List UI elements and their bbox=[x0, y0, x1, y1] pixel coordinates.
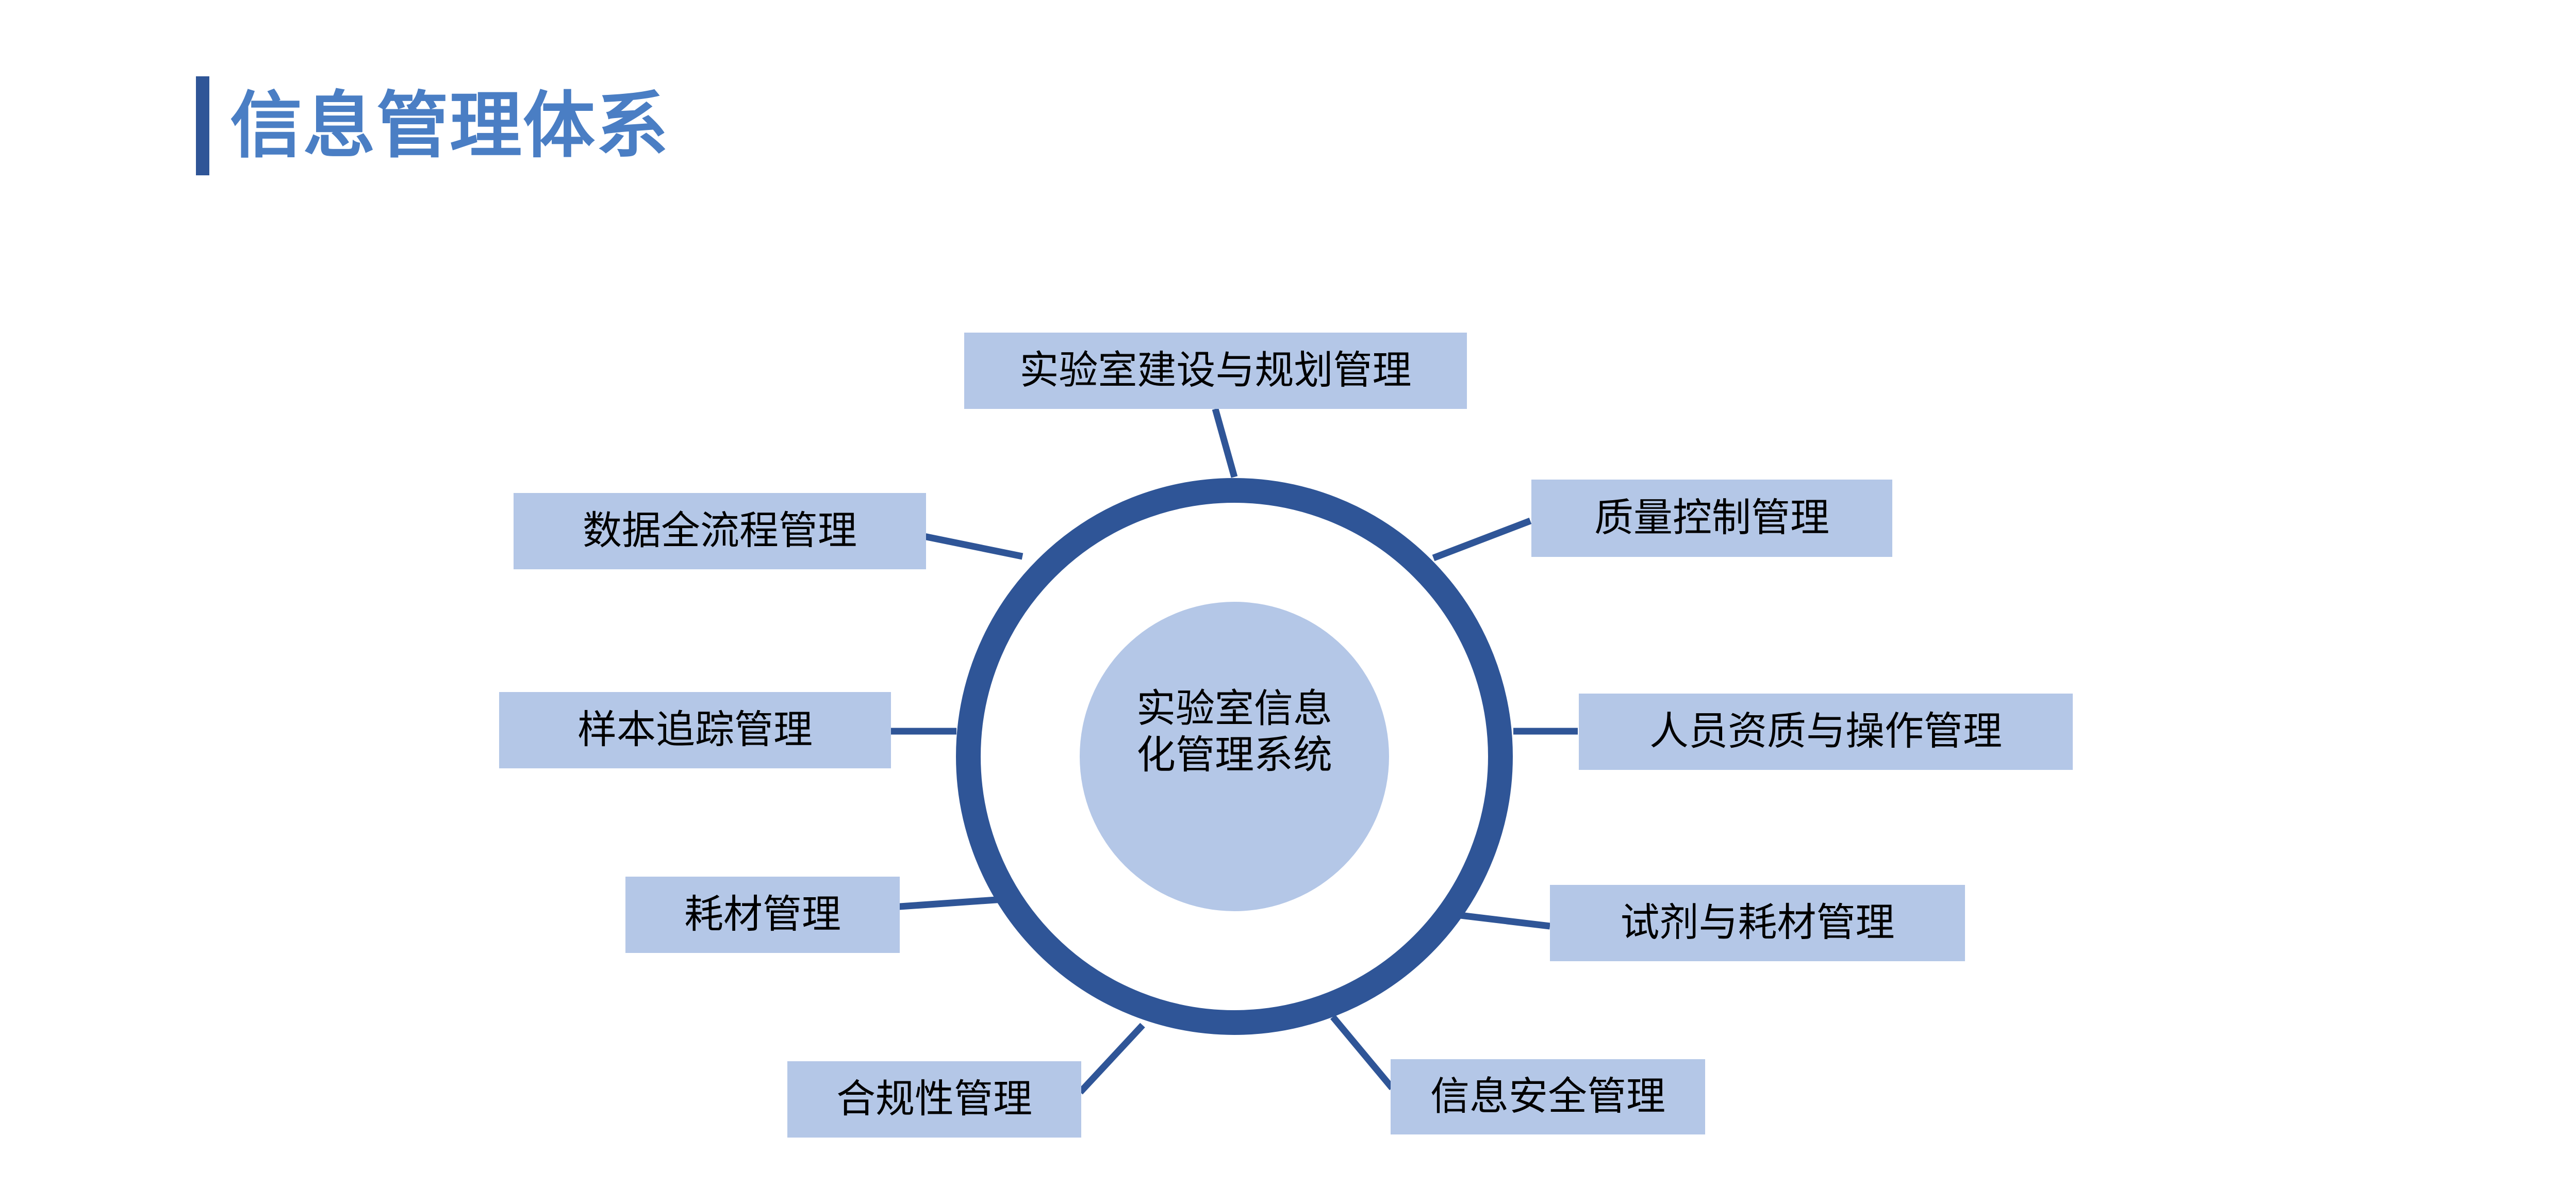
node-label: 质量控制管理 bbox=[1594, 496, 1829, 540]
center-label-line2: 化管理系统 bbox=[1136, 733, 1332, 777]
node-label: 样本追踪管理 bbox=[577, 708, 813, 752]
node-reagent-consumable[interactable]: 试剂与耗材管理 bbox=[1550, 885, 1965, 961]
node-data-lifecycle[interactable]: 数据全流程管理 bbox=[514, 493, 926, 569]
connector-bottom bbox=[1330, 1014, 1395, 1091]
center-label: 实验室信息 化管理系统 bbox=[1080, 686, 1389, 778]
node-label: 合规性管理 bbox=[836, 1077, 1032, 1121]
node-sample-tracking[interactable]: 样本追踪管理 bbox=[499, 692, 891, 768]
connector-top bbox=[1212, 408, 1238, 478]
center-label-line1: 实验室信息 bbox=[1136, 687, 1332, 731]
connector-top-right bbox=[1432, 517, 1532, 562]
connector-top-left bbox=[923, 533, 1023, 560]
node-compliance[interactable]: 合规性管理 bbox=[787, 1061, 1081, 1138]
node-label: 人员资质与操作管理 bbox=[1649, 710, 2002, 753]
page-title: 信息管理体系 bbox=[196, 76, 669, 175]
title-label: 信息管理体系 bbox=[230, 85, 670, 166]
node-personnel-qualification[interactable]: 人员资质与操作管理 bbox=[1579, 694, 2073, 770]
node-label: 耗材管理 bbox=[684, 893, 841, 936]
node-consumable[interactable]: 耗材管理 bbox=[625, 877, 900, 953]
node-label: 实验室建设与规划管理 bbox=[1019, 349, 1412, 392]
node-quality-control[interactable]: 质量控制管理 bbox=[1531, 480, 1892, 557]
outer-ring bbox=[956, 478, 1513, 1035]
node-label: 信息安全管理 bbox=[1430, 1075, 1665, 1118]
node-label: 试剂与耗材管理 bbox=[1620, 901, 1895, 945]
inner-circle bbox=[1080, 602, 1389, 911]
node-lab-construction-planning[interactable]: 实验室建设与规划管理 bbox=[964, 333, 1467, 409]
node-label: 数据全流程管理 bbox=[583, 509, 857, 553]
title-accent-bar bbox=[196, 76, 209, 175]
connector-bottom-left bbox=[1078, 1023, 1145, 1095]
node-information-security[interactable]: 信息安全管理 bbox=[1391, 1059, 1705, 1134]
